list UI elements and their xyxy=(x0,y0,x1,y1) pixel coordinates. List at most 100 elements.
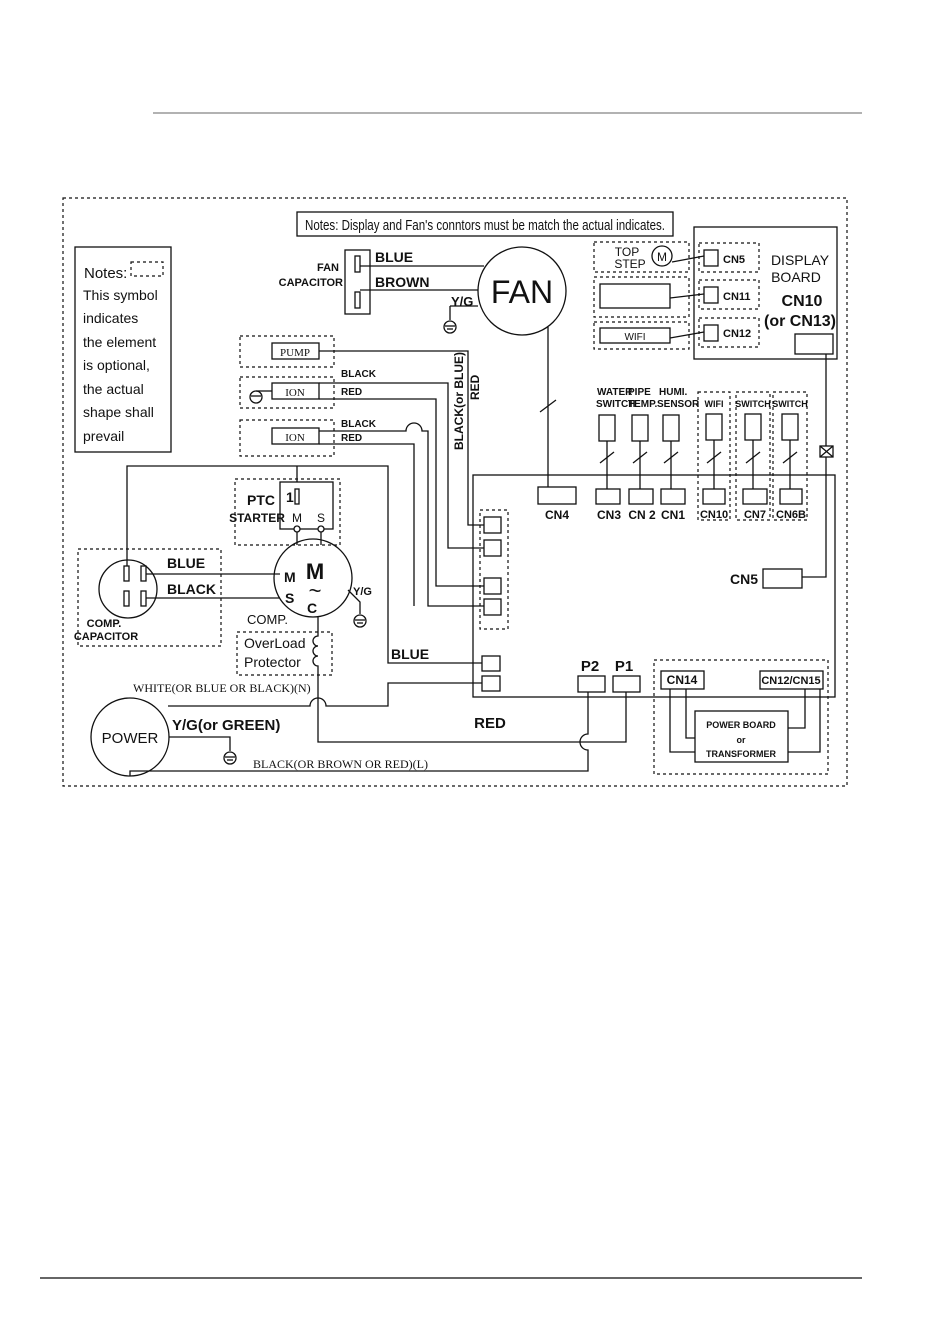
comp-pin-c: C xyxy=(307,600,317,616)
comp-capacitor xyxy=(98,559,158,619)
overload-protector xyxy=(312,617,319,730)
load-terminal xyxy=(483,539,502,557)
legend-line: the actual xyxy=(83,381,144,397)
display-cn10-label: (or CN13) xyxy=(764,313,836,330)
cn12-15-connector xyxy=(759,670,824,690)
comp-ground-label: Y/G xyxy=(353,586,372,598)
cn2-connector xyxy=(628,488,654,505)
legend-line: is optional, xyxy=(83,357,150,373)
legend-line: This symbol xyxy=(83,287,158,303)
power-ground-label: Y/G(or GREEN) xyxy=(172,717,280,734)
power-board-label: POWER BOARD xyxy=(706,720,776,730)
display-wifi-box xyxy=(599,327,671,344)
comp-tilde: ~ xyxy=(309,578,322,603)
ptc-label: PTC xyxy=(247,492,275,508)
wire-label-red: RED xyxy=(341,433,362,444)
legend-line: shape shall xyxy=(83,404,154,420)
comp-cap-wire-blue: BLUE xyxy=(167,555,205,571)
compressor-motor xyxy=(273,538,353,618)
top-step-label: STEP xyxy=(614,257,645,271)
display-cn12 xyxy=(703,324,719,342)
compressor-group: PTC STARTER 1 M S M ~ M S C COMP. Y/G BL… xyxy=(74,465,482,730)
cn10-label: CN10 xyxy=(700,509,728,521)
comp-pin-s: S xyxy=(285,590,294,606)
display-cn5 xyxy=(703,249,719,267)
legend-title: Notes: xyxy=(84,265,127,282)
cn4-connector xyxy=(537,486,577,505)
load-terminal xyxy=(483,516,502,534)
fan-label: FAN xyxy=(491,274,553,310)
ion-2-label: ION xyxy=(285,432,305,444)
display-cn5-label: CN5 xyxy=(723,254,745,266)
pipe-temp-sensor xyxy=(631,414,649,442)
water-switch xyxy=(598,414,616,442)
cn6b-connector xyxy=(779,488,803,505)
ptc-starter xyxy=(279,481,334,530)
humi-sensor xyxy=(662,414,680,442)
display-board-label: BOARD xyxy=(771,269,821,285)
switch-2-label: SWITCH xyxy=(772,399,808,409)
cn2-label: CN 2 xyxy=(628,508,656,522)
switch-2 xyxy=(781,413,799,441)
comp-capacitor-label: CAPACITOR xyxy=(74,631,138,643)
diagram-frame xyxy=(62,197,848,787)
comp-label: COMP. xyxy=(247,612,288,627)
sensors-group: WATER SWITCH PIPE TEMP. HUMI. SENSOR WIF… xyxy=(596,387,808,521)
legend-line: indicates xyxy=(83,310,138,326)
fan-wire-brown: BROWN xyxy=(375,274,429,290)
comp-motor-label: M xyxy=(306,559,324,584)
fan-vertical-wire-label: RED xyxy=(468,374,482,400)
display-board xyxy=(693,226,838,360)
comp-ground-icon xyxy=(353,614,367,628)
humi-sensor-label: SENSOR xyxy=(657,399,700,410)
top-note: Notes: Display and Fan's conntors must b… xyxy=(305,217,665,234)
neutral-wire-label: WHITE(OR BLUE OR BLACK)(N) xyxy=(133,681,311,695)
fan-capacitor-label: CAPACITOR xyxy=(279,277,343,289)
switch-1-label: SWITCH xyxy=(735,399,771,409)
switch-1 xyxy=(744,413,762,441)
fan-capacitor-label: FAN xyxy=(317,262,339,274)
step-motor-icon xyxy=(651,245,673,267)
ptc-pin-1: 1 xyxy=(286,489,294,505)
power-board-group: CN14 CN12/CN15 POWER BOARD or TRANSFORME… xyxy=(653,659,829,775)
display-cn11-label: CN11 xyxy=(723,291,751,303)
power-board-label: or xyxy=(737,735,746,745)
comp-terminal xyxy=(481,655,501,672)
display-wifi-label: WIFI xyxy=(624,332,645,343)
cn1-label: CN1 xyxy=(661,508,685,522)
ion-group-1: ION xyxy=(239,376,335,409)
display-cn10-connector xyxy=(794,333,834,355)
ion-group-2: ION xyxy=(239,419,335,457)
cn1-connector xyxy=(660,488,686,505)
red-wire-label: RED xyxy=(474,715,506,732)
fan-motor xyxy=(477,246,567,336)
line-wire-label: BLACK(OR BROWN OR RED)(L) xyxy=(253,757,428,771)
fan-wire-blue: BLUE xyxy=(375,249,413,265)
top-note-box xyxy=(296,211,674,237)
overload-label: OverLoad xyxy=(244,635,305,651)
top-step-label: TOP xyxy=(615,245,639,259)
cn7-label: CN7 xyxy=(744,509,766,521)
step-motor-label: M xyxy=(657,250,667,264)
ptc-pin-s: S xyxy=(317,511,325,525)
fan-group: FAN CAPACITOR BLUE BROWN FAN Y/G xyxy=(279,246,567,487)
pipe-temp-label: TEMP. xyxy=(628,399,657,410)
cn6b-label: CN6B xyxy=(776,509,806,521)
comp-blue-wire-label: BLUE xyxy=(391,646,429,662)
cn3-label: CN3 xyxy=(597,508,621,522)
cn10-connector xyxy=(702,488,726,505)
load-terminal xyxy=(483,577,502,595)
pump-label: PUMP xyxy=(280,347,310,359)
main-board: CN4 CN3 CN 2 CN1 CN10 CN7 CN6B CN5 P2 P1 xyxy=(472,474,836,698)
p1-label: P1 xyxy=(615,658,633,675)
ptc-label: STARTER xyxy=(229,511,285,525)
display-group: TOP STEP M WIFI CN5 CN11 CN12 DISPLAY BO… xyxy=(593,226,838,578)
power-board xyxy=(694,710,789,763)
ion-2 xyxy=(271,427,320,445)
neutral-terminal xyxy=(481,675,501,692)
ptc-pin-m: M xyxy=(292,511,302,525)
power-ground-icon xyxy=(223,751,237,765)
optional-symbol xyxy=(130,261,164,277)
power-board-label: TRANSFORMER xyxy=(706,749,776,759)
cn7-connector xyxy=(742,488,768,505)
